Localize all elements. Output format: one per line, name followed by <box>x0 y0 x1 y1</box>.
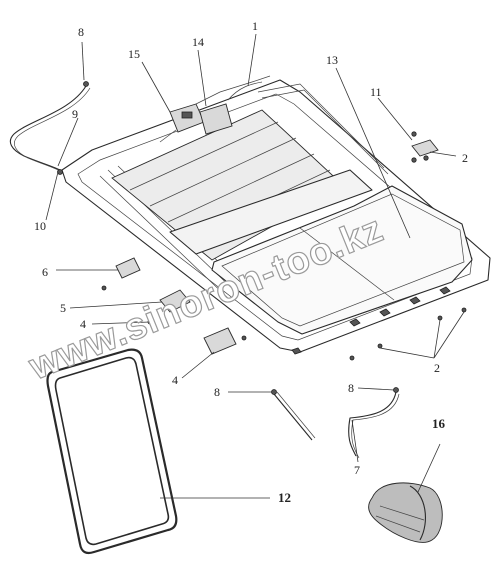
callout-1: 1 <box>252 19 258 33</box>
callout-14: 14 <box>192 35 204 49</box>
leader-lines <box>45 33 465 499</box>
screws-lower-right <box>349 307 467 361</box>
sunroof-handle-cover <box>368 482 443 543</box>
sunroof-frame-assembly <box>61 79 491 355</box>
drain-valve-center <box>271 389 316 441</box>
callout-2-upper: 2 <box>462 151 468 165</box>
bracket-right <box>411 131 439 163</box>
callout-8-top: 8 <box>78 25 84 39</box>
callout-9: 9 <box>72 107 78 121</box>
drain-hose-left <box>9 81 91 175</box>
callout-11: 11 <box>370 85 382 99</box>
sunroof-motor-unit <box>159 75 271 143</box>
callout-5: 5 <box>60 301 66 315</box>
side-brackets <box>101 257 247 355</box>
callout-12: 12 <box>278 490 291 505</box>
callout-labels: 8 9 10 15 14 1 13 11 2 6 5 4 4 2 8 8 7 1… <box>34 19 468 505</box>
callout-10: 10 <box>34 219 46 233</box>
callout-13: 13 <box>326 53 338 67</box>
callout-6: 6 <box>42 265 48 279</box>
callout-8-right: 8 <box>348 381 354 395</box>
callout-4-upper: 4 <box>80 317 86 331</box>
drain-hose-right <box>348 387 400 459</box>
callout-16: 16 <box>432 416 446 431</box>
callout-7: 7 <box>354 463 360 477</box>
callout-8-center: 8 <box>214 385 220 399</box>
glass-seal <box>46 348 178 555</box>
callout-15: 15 <box>128 47 140 61</box>
callout-2-lower: 2 <box>434 361 440 375</box>
callout-4-lower: 4 <box>172 373 178 387</box>
